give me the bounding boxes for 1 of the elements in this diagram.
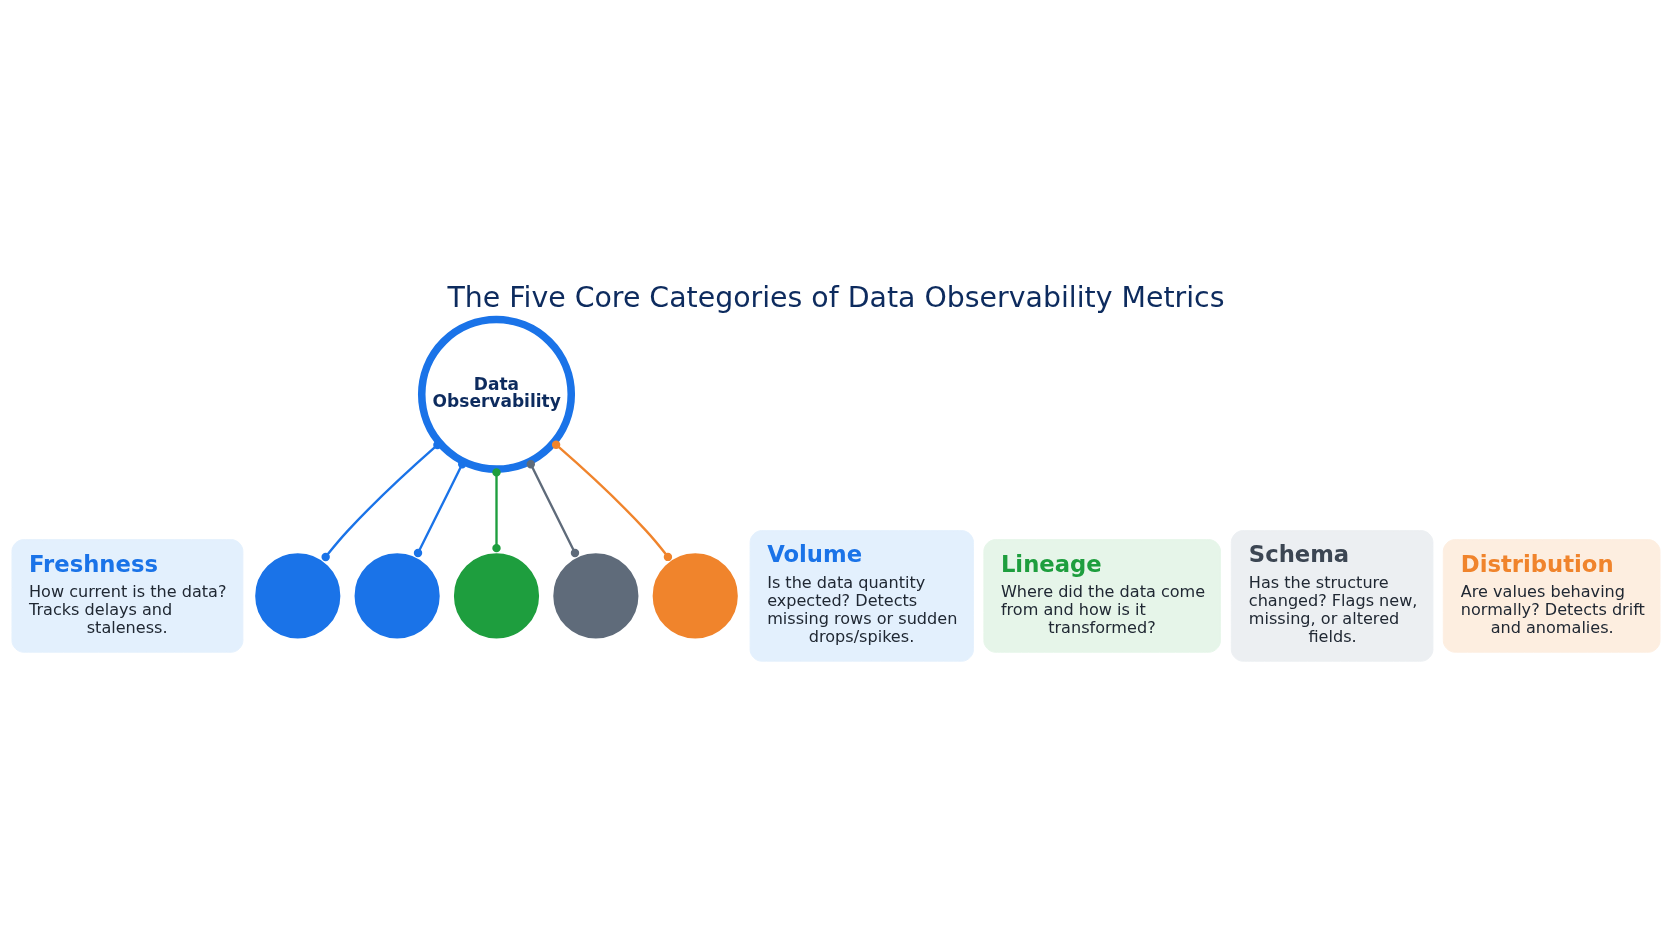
diagram-title: The Five Core Categories of Data Observability Metrics <box>447 280 1225 314</box>
